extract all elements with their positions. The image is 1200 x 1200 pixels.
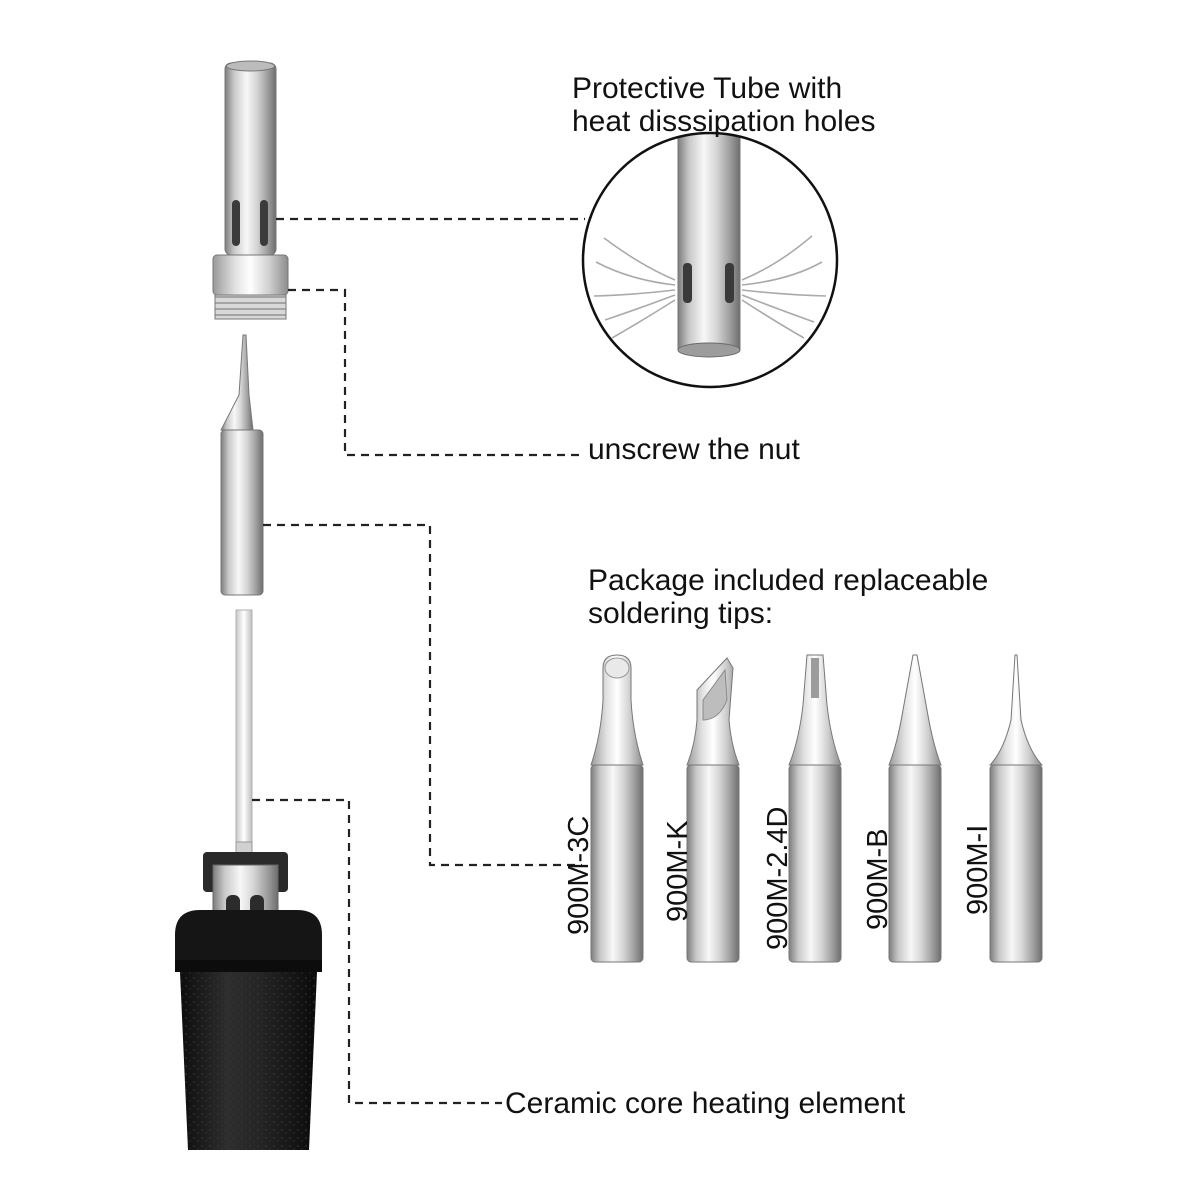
tip-bevel-face <box>604 657 630 679</box>
tip-knife <box>686 657 740 963</box>
protective-tube <box>224 60 277 256</box>
vent-hole <box>232 200 240 246</box>
leader-ceramic <box>252 798 502 1105</box>
ceramic-heating-element <box>235 609 253 861</box>
tip-chisel-face <box>811 658 819 698</box>
tip-head <box>590 654 644 766</box>
package-label-line1: Package included replaceable <box>588 564 989 597</box>
vent-hole <box>260 200 268 246</box>
tip-label-knife: 900M-K <box>662 820 694 922</box>
installed-tip <box>220 334 264 596</box>
magnified-view <box>581 131 839 389</box>
ceramic-element-label: Ceramic core heating element <box>505 1087 906 1120</box>
replaceable-tips <box>590 654 1044 963</box>
leader-lines <box>252 217 585 1105</box>
tip-label-bevel: 900M-3C <box>563 815 595 935</box>
leader-tips <box>263 523 582 867</box>
tip-shank <box>989 764 1043 963</box>
tip-head <box>988 654 1044 766</box>
tip-fine-point <box>988 654 1044 963</box>
heat-flow-left-icon <box>593 237 676 339</box>
leader-unscrew-nut <box>288 288 580 457</box>
tip-chisel <box>788 654 842 963</box>
unscrew-nut-label: unscrew the nut <box>588 433 800 466</box>
tip-shank <box>888 764 942 963</box>
tip-bevel <box>590 654 644 963</box>
tip-shank <box>788 764 842 963</box>
tip-shank <box>590 764 644 963</box>
nut <box>212 254 289 320</box>
soldering-handle <box>175 852 322 1150</box>
tip-label-conical: 900M-B <box>862 828 894 930</box>
heat-flow-right-icon <box>741 235 827 339</box>
tip-label-chisel: 900M-2.4D <box>762 806 794 950</box>
protective-tube-label-line2: heat disssipation holes <box>572 105 876 138</box>
protective-tube-label-line1: Protective Tube with <box>572 72 843 105</box>
package-label-line2: soldering tips: <box>588 597 774 630</box>
tip-blade <box>702 668 728 721</box>
tip-head <box>888 654 942 766</box>
tip-head <box>788 654 842 766</box>
tip-label-fine-point: 900M-I <box>962 824 994 915</box>
tip-shank <box>686 764 740 963</box>
tip-conical <box>888 654 942 963</box>
